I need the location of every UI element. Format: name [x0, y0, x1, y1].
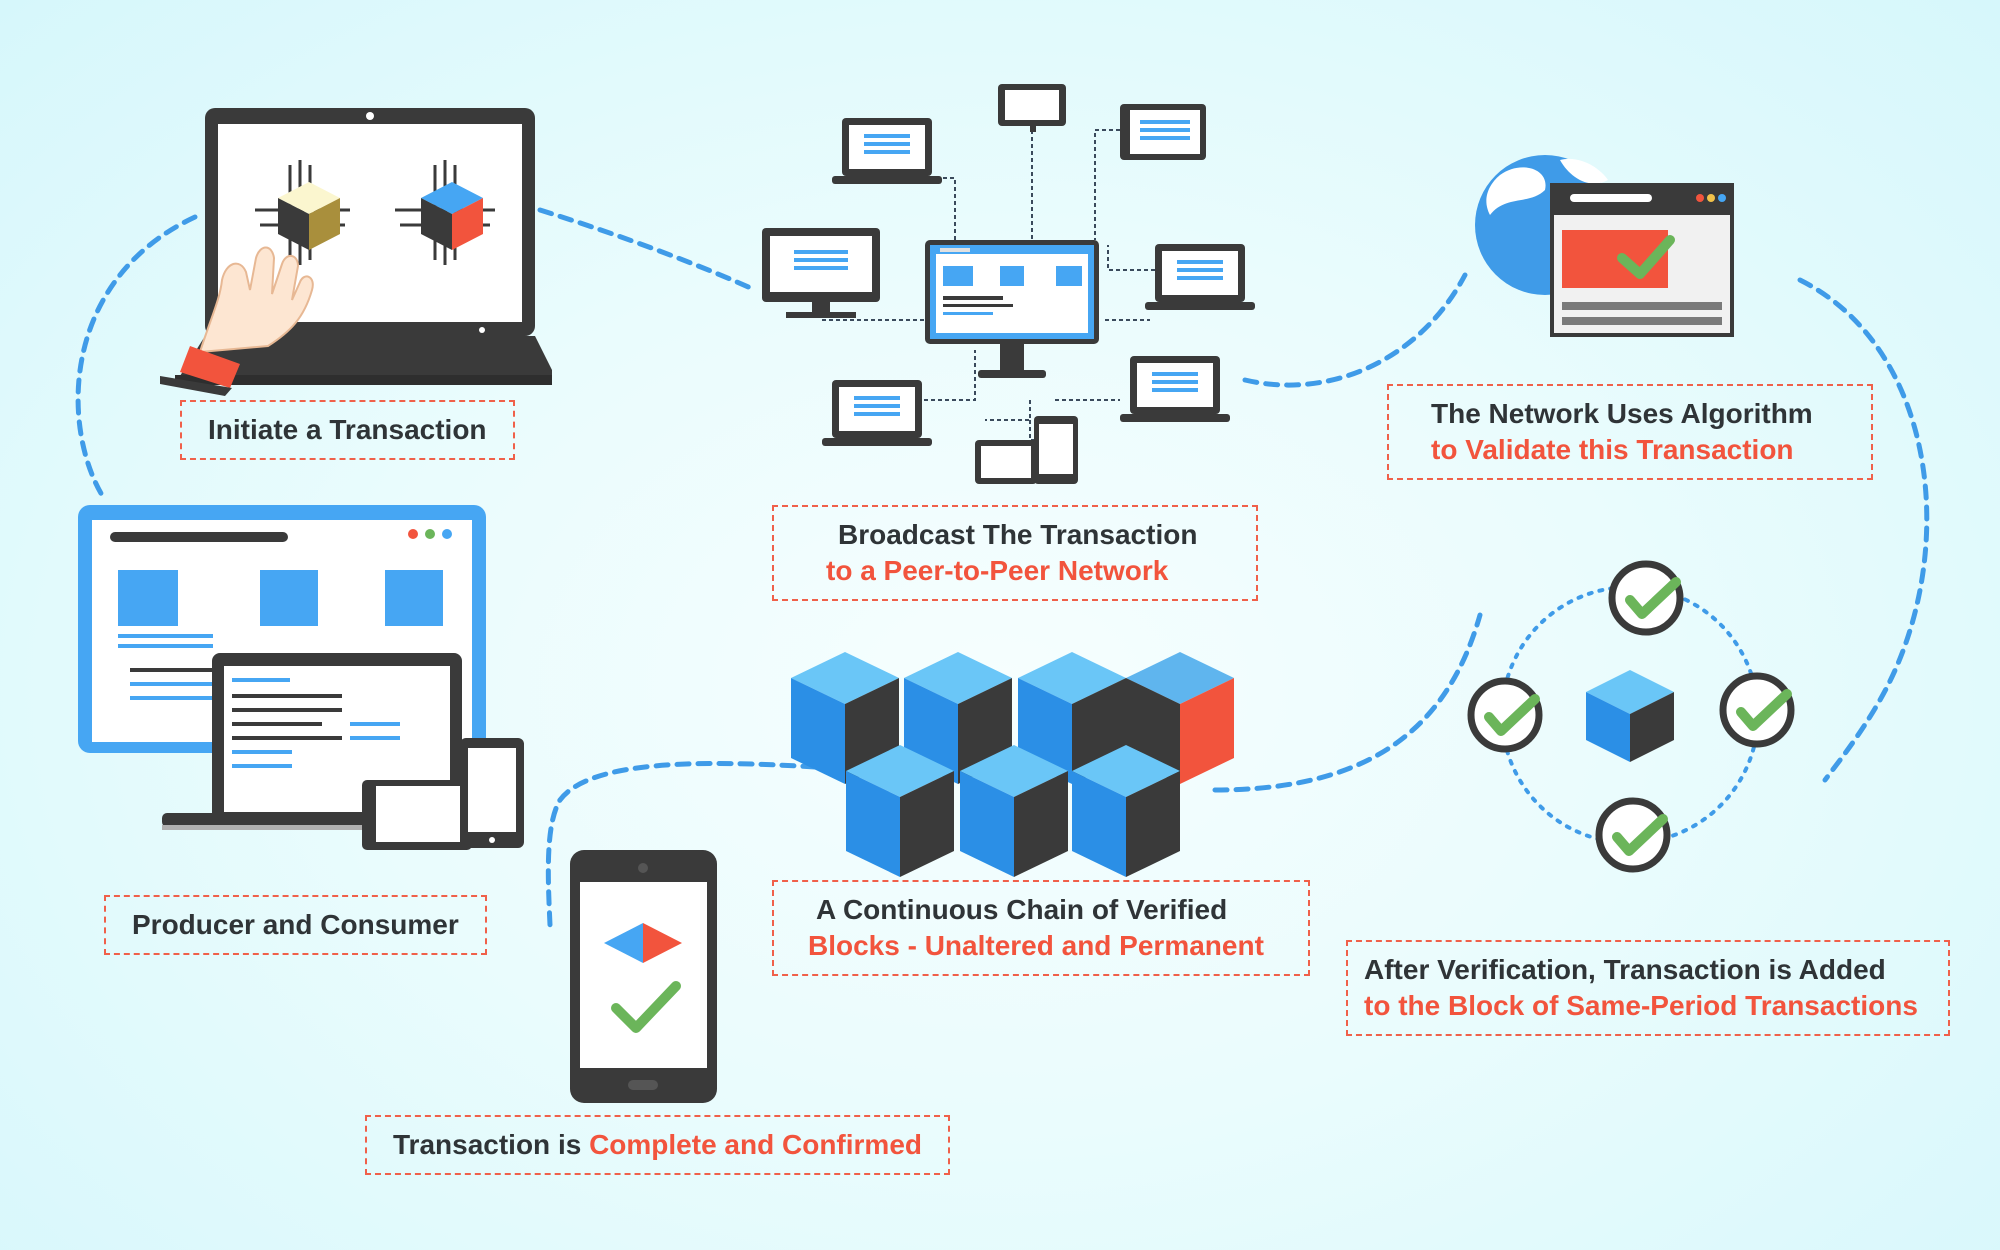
complete-prefix: Transaction is: [393, 1129, 590, 1160]
validate-line2: to Validate this Transaction: [1431, 434, 1794, 465]
validate-label: The Network Uses Algorithm to Validate t…: [1387, 384, 1873, 480]
added-label: After Verification, Transaction is Added…: [1346, 940, 1950, 1036]
devices-icon: [78, 505, 524, 850]
complete-label: Transaction is Complete and Confirmed: [365, 1115, 950, 1175]
producer-label: Producer and Consumer: [104, 895, 487, 955]
broadcast-line1: Broadcast The Transaction: [838, 519, 1198, 550]
complete-highlight: Complete and Confirmed: [589, 1129, 922, 1160]
initiate-line1: Initiate a Transaction: [208, 414, 487, 445]
broadcast-label: Broadcast The Transaction to a Peer-to-P…: [772, 505, 1258, 601]
globe-browser-check-icon: [1475, 155, 1734, 337]
laptop-cpu-icon: [160, 108, 552, 396]
peer-network-icon: [762, 84, 1255, 484]
chain-line2: Blocks - Unaltered and Permanent: [808, 930, 1264, 961]
verification-ring-icon: [1471, 564, 1791, 869]
chain-label: A Continuous Chain of Verified Blocks - …: [772, 880, 1310, 976]
added-line1: After Verification, Transaction is Added: [1364, 954, 1886, 985]
phone-confirm-icon: [570, 850, 717, 1103]
connector-lines: [75, 207, 1930, 928]
validate-line1: The Network Uses Algorithm: [1431, 398, 1813, 429]
broadcast-line2: to a Peer-to-Peer Network: [826, 555, 1169, 586]
chain-line1: A Continuous Chain of Verified: [816, 894, 1228, 925]
initiate-label: Initiate a Transaction: [180, 400, 515, 460]
block-chain-icon: [791, 652, 1234, 877]
producer-line1: Producer and Consumer: [132, 909, 459, 940]
added-line2: to the Block of Same-Period Transactions: [1364, 990, 1918, 1021]
